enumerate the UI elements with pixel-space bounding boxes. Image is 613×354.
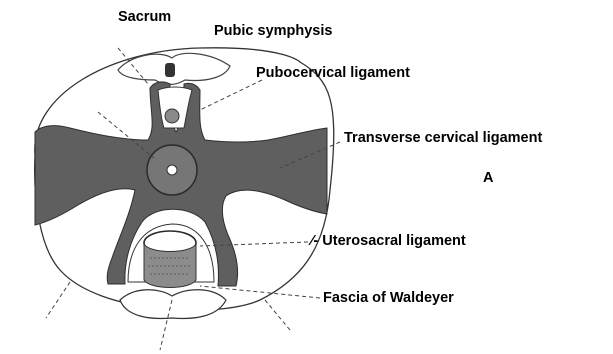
label-marker-a: A (483, 171, 493, 186)
leader-pubocervical (200, 80, 262, 110)
label-pubic-symphysis: Pubic symphysis (214, 24, 332, 39)
leader-left-bottom (46, 282, 70, 318)
label-sacrum: Sacrum (118, 10, 171, 25)
urethra-circle (165, 109, 179, 123)
pubic-symphysis-mark (165, 63, 175, 77)
leader-right-bottom (265, 300, 290, 330)
label-transverse-cervical-ligament: Transverse cervical ligament (344, 131, 542, 146)
cervix-os (167, 165, 177, 175)
sacrum-bone (120, 290, 226, 319)
label-fascia-of-waldeyer: Fascia of Waldeyer (323, 291, 454, 306)
label-uterosacral-ligament: ⁄- Uterosacral ligament (311, 234, 466, 249)
label-pubocervical-ligament: Pubocervical ligament (256, 66, 410, 81)
